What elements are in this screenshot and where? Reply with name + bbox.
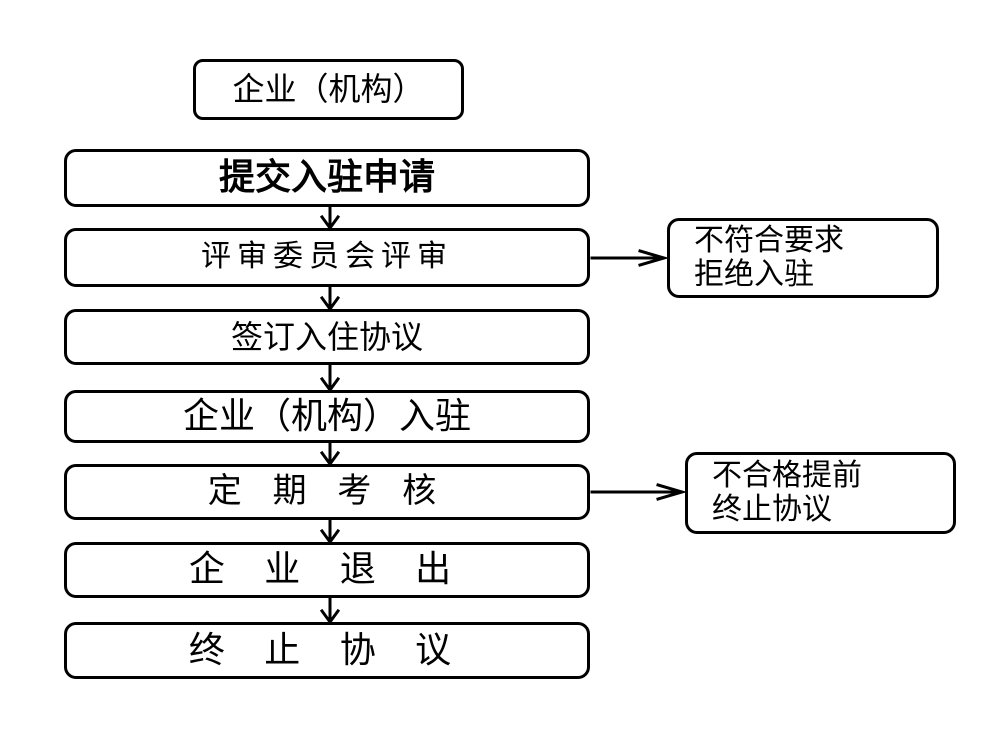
connector-step4-step5: [319, 440, 341, 467]
branch-arrow-assessment: [590, 483, 688, 501]
connector-step6-step7: [319, 595, 341, 625]
start-box: 企业（机构）: [193, 59, 464, 120]
step-committee-review: 评审委员会评审: [64, 228, 590, 287]
connector-step3-step4: [319, 362, 341, 393]
connector-step2-step3: [319, 285, 341, 312]
connector-step5-step6: [319, 517, 341, 545]
connector-step1-step2: [319, 204, 341, 231]
step-enterprise-exit: 企 业 退 出: [64, 542, 590, 598]
step-sign-agreement: 签订入住协议: [64, 309, 590, 365]
step-label: 评审委员会评审: [201, 239, 453, 275]
start-label: 企业（机构）: [232, 70, 425, 109]
step-submit-application: 提交入驻申请: [64, 149, 590, 207]
branch-arrow-review: [590, 249, 670, 267]
step-periodic-assessment: 定 期 考 核: [64, 464, 590, 520]
outcome-fail-line1: 不合格提前: [712, 457, 862, 493]
outcome-fail-box: 不合格提前 终止协议: [685, 452, 956, 534]
step-enterprise-enter: 企业（机构）入驻: [64, 390, 590, 443]
outcome-reject-line1: 不符合要求: [694, 222, 844, 258]
outcome-reject-box: 不符合要求 拒绝入驻: [667, 218, 939, 298]
step-label: 终 止 协 议: [188, 629, 466, 671]
step-label: 签订入住协议: [230, 317, 423, 356]
step-label: 企 业 退 出: [188, 549, 466, 591]
step-label: 定 期 考 核: [207, 471, 447, 512]
outcome-reject-line2: 拒绝入驻: [694, 257, 814, 292]
step-label: 企业（机构）入驻: [182, 395, 471, 437]
step-label: 提交入驻申请: [218, 157, 435, 199]
outcome-fail-line2: 终止协议: [712, 492, 832, 527]
step-terminate-agreement: 终 止 协 议: [64, 622, 590, 679]
